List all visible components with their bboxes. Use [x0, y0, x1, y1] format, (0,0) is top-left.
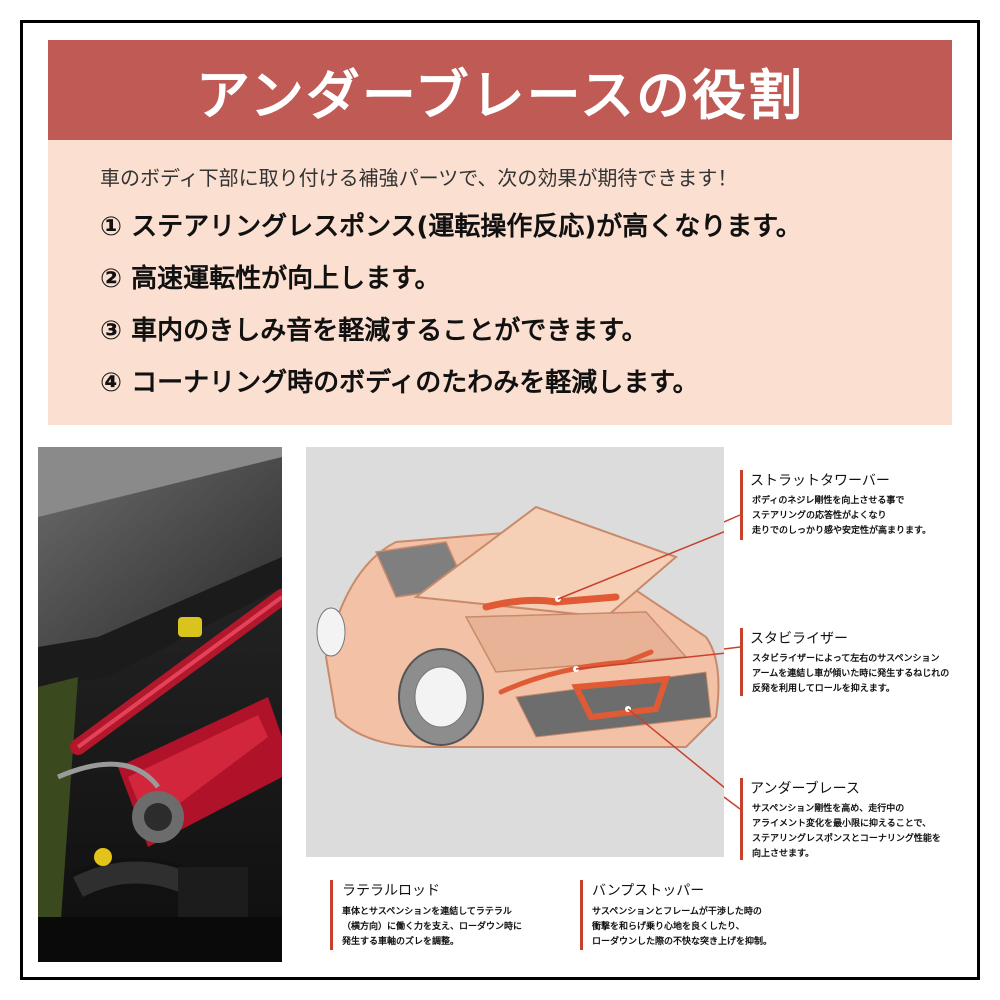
benefit-point-2: ② 高速運転性が向上します。	[100, 264, 441, 294]
engine-bay-photo	[38, 447, 282, 962]
strut-desc-line: ボディのネジレ剛性を向上させる事で	[752, 496, 905, 506]
lateral-desc-line: （横方向）に働く力を支え、ローダウン時に	[342, 922, 523, 932]
stabilizer-desc-line: スタビライザーによって左右のサスペンション	[752, 654, 940, 664]
intro-box: 車のボディ下部に取り付ける補強パーツで、次の効果が期待できます！ ① ステアリン…	[48, 140, 952, 425]
lateral-desc-line: 発生する車軸のズレを調整。	[342, 937, 460, 947]
stabilizer-desc-line: アームを連結し車が傾いた時に発生するねじれの	[752, 669, 950, 679]
bump-title: バンプストッパー	[592, 883, 705, 899]
lateral-desc-line: 車体とサスペンションを連結してラテラル	[342, 907, 512, 917]
title-banner: アンダーブレースの役割	[48, 40, 952, 140]
outer-frame	[20, 20, 980, 980]
benefit-point-4: ④ コーナリング時のボディのたわみを軽減します。	[100, 368, 699, 398]
strut-title: ストラットタワーバー	[750, 473, 890, 489]
underbrace-desc-line: サスペンション剛性を高め、走行中の	[752, 804, 905, 814]
benefit-point-1: ① ステアリングレスポンス(運転操作反応)が高くなります。	[100, 212, 802, 242]
car-diagram	[306, 447, 737, 857]
bump-desc-line: 衝撃を和らげ乗り心地を良くしたり、	[592, 922, 745, 932]
strut-desc-line: 走りでのしっかり感や安定性が高まります。	[752, 526, 932, 536]
lateral-desc: 車体とサスペンションを連結してラテラル （横方向）に働く力を支え、ローダウン時に…	[342, 905, 522, 950]
bump-desc-line: ローダウンした際の不快な突き上げを抑制。	[592, 937, 773, 947]
stabilizer-title: スタビライザー	[750, 631, 848, 647]
stabilizer-desc: スタビライザーによって左右のサスペンション アームを連結し車が傾いた時に発生する…	[752, 652, 949, 697]
underbrace-rule	[740, 778, 743, 860]
strut-desc: ボディのネジレ剛性を向上させる事で ステアリングの応答性がよくなり 走りでのしっ…	[752, 494, 931, 539]
underbrace-desc-line: アライメント変化を最小限に抑えることで、	[752, 819, 932, 829]
benefit-point-3: ③ 車内のきしみ音を軽減することができます。	[100, 316, 648, 346]
bump-desc: サスペンションとフレームが干渉した時の 衝撃を和らげ乗り心地を良くしたり、 ロー…	[592, 905, 772, 950]
underbrace-desc: サスペンション剛性を高め、走行中の アライメント変化を最小限に抑えることで、 ス…	[752, 802, 941, 862]
underbrace-desc-line: 向上させます。	[752, 849, 815, 859]
strut-rule	[740, 470, 743, 540]
lateral-rule	[330, 880, 333, 950]
bump-rule	[580, 880, 583, 950]
leader-lines	[724, 514, 741, 810]
lateral-title: ラテラルロッド	[342, 883, 440, 899]
underbrace-desc-line: ステアリングレスポンスとコーナリング性能を	[752, 834, 941, 844]
strut-desc-line: ステアリングの応答性がよくなり	[752, 511, 887, 521]
stabilizer-rule	[740, 628, 743, 696]
page-title: アンダーブレースの役割	[196, 63, 804, 127]
bump-desc-line: サスペンションとフレームが干渉した時の	[592, 907, 762, 917]
stabilizer-desc-line: 反発を利用してロールを抑えます。	[752, 684, 895, 694]
underbrace-title: アンダーブレース	[750, 781, 860, 797]
intro-lead: 車のボディ下部に取り付ける補強パーツで、次の効果が期待できます！	[100, 166, 738, 190]
